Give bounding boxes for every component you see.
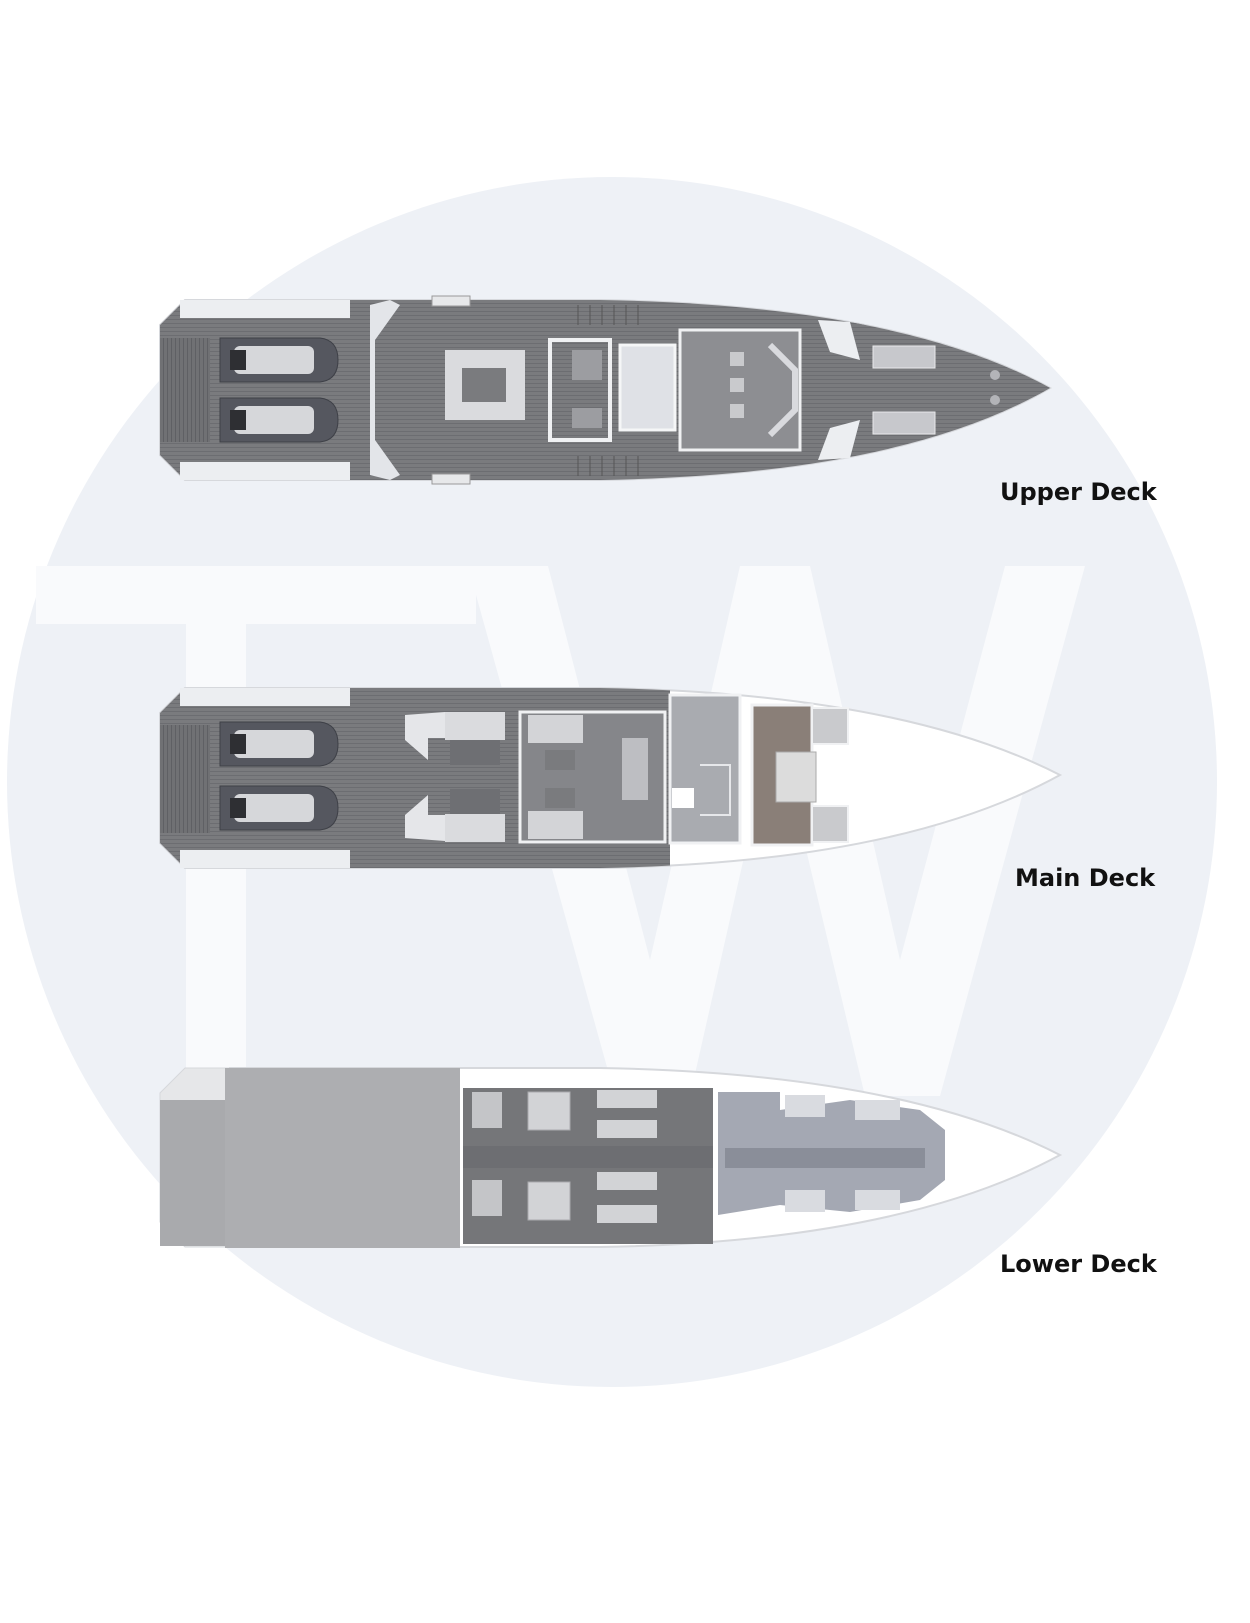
lower-deck-plan [159,1067,1063,1248]
tender-boat [219,397,339,443]
main-deck-plan [159,687,1063,869]
deck-label-upper: Upper Deck [1000,478,1157,506]
tender-boat [219,721,339,767]
tender-boat [219,337,339,383]
tender-boat [219,785,339,831]
deck-label-lower: Lower Deck [1000,1250,1157,1278]
deck-label-main: Main Deck [1015,864,1156,892]
